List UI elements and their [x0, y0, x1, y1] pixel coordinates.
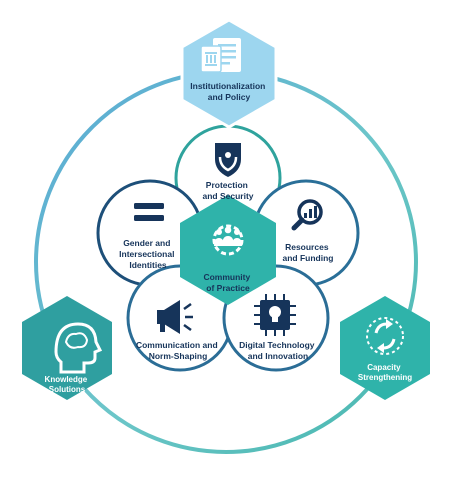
- outer-hex-top: [180, 18, 278, 129]
- label-gender: Gender and Intersectional Identities: [119, 238, 177, 270]
- label-communication: Communication and Norm-Shaping: [136, 340, 220, 361]
- magnifier-chart-icon: [291, 199, 323, 231]
- equals-icon: [134, 203, 164, 221]
- label-digital: Digital Technology and Innovation: [239, 340, 317, 361]
- label-knowledge: Knowledge Solutions: [45, 375, 90, 394]
- megaphone-icon: [157, 300, 193, 334]
- people-gear-icon: [212, 224, 244, 256]
- center-hexagon: [180, 195, 276, 305]
- label-institutionalization: Institutionalization and Policy: [190, 81, 267, 102]
- head-brain-icon: [54, 322, 103, 374]
- label-resources: Resources and Funding: [283, 242, 334, 263]
- label-protection: Protection and Security: [202, 180, 253, 201]
- outer-hex-left: [22, 296, 112, 400]
- documents-icon: [200, 38, 241, 73]
- cycle-arrows-icon: [366, 317, 404, 355]
- shield-hands-icon: [215, 143, 241, 177]
- label-community: Community of Practice: [203, 272, 252, 293]
- chip-bulb-icon: [254, 294, 296, 336]
- label-capacity: Capacity Strengthening: [358, 363, 412, 382]
